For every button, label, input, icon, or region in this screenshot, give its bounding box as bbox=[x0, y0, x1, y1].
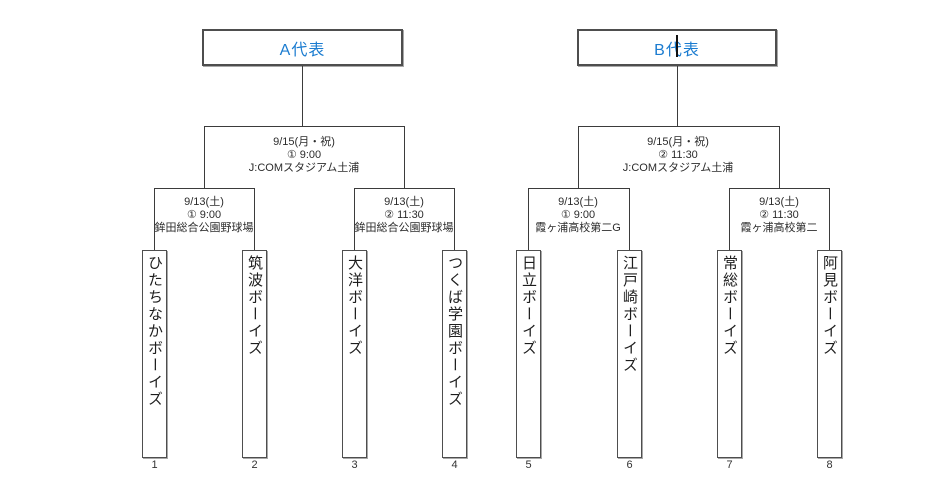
match-game: ② 11:30 bbox=[658, 149, 698, 161]
team-name: 常総ボーイズ bbox=[721, 255, 738, 357]
match-game: ① 9:00 bbox=[286, 149, 322, 161]
match-date: 9/15(月・祝) bbox=[647, 136, 709, 148]
seed-label: 7 bbox=[726, 459, 733, 471]
team-box-8: 阿見ボーイズ bbox=[817, 250, 842, 458]
seed-label: 3 bbox=[351, 459, 358, 471]
bracket-connector bbox=[454, 188, 455, 250]
bracket-connector bbox=[677, 66, 678, 126]
match-venue: 霞ヶ浦高校第二 bbox=[740, 222, 818, 234]
bracket-connector bbox=[629, 188, 630, 250]
match-date: 9/13(土) bbox=[384, 196, 424, 208]
bracket-connector bbox=[154, 188, 255, 189]
match-venue: J:COMスタジアム土浦 bbox=[248, 162, 360, 174]
bracket-connector bbox=[354, 188, 455, 189]
bracket-connector bbox=[528, 188, 529, 250]
bracket-a-title-box[interactable]: A代表 bbox=[202, 29, 403, 66]
team-name: ひたちなかボーイズ bbox=[146, 255, 163, 408]
bracket-connector bbox=[354, 188, 355, 250]
match-date: 9/15(月・祝) bbox=[273, 136, 335, 148]
seed-label: 1 bbox=[151, 459, 158, 471]
bracket-a-title: A代表 bbox=[279, 41, 326, 59]
team-name: 筑波ボーイズ bbox=[246, 255, 263, 357]
match-date: 9/13(土) bbox=[759, 196, 799, 208]
match-game: ② 11:30 bbox=[759, 209, 799, 221]
seed-label: 5 bbox=[525, 459, 532, 471]
team-name: 日立ボーイズ bbox=[520, 255, 537, 357]
semifinal-b2-label: 9/13(土) ② 11:30 霞ヶ浦高校第二 bbox=[694, 196, 864, 235]
seed-label: 4 bbox=[451, 459, 458, 471]
seed-label: 8 bbox=[826, 459, 833, 471]
match-date: 9/13(土) bbox=[558, 196, 598, 208]
bracket-connector bbox=[729, 188, 730, 250]
match-game: ① 9:00 bbox=[186, 209, 222, 221]
semifinal-a1-label: 9/13(土) ① 9:00 鉾田総合公園野球場 bbox=[119, 196, 289, 235]
team-name: 江戸崎ボーイズ bbox=[621, 255, 638, 374]
bracket-connector bbox=[404, 126, 405, 188]
team-box-5: 日立ボーイズ bbox=[516, 250, 541, 458]
team-box-1: ひたちなかボーイズ bbox=[142, 250, 167, 458]
semifinal-a2-label: 9/13(土) ② 11:30 鉾田総合公園野球場 bbox=[319, 196, 489, 235]
match-venue: 霞ヶ浦高校第二G bbox=[535, 222, 621, 234]
match-venue: 鉾田総合公園野球場 bbox=[154, 222, 254, 234]
match-venue: 鉾田総合公園野球場 bbox=[354, 222, 454, 234]
team-box-3: 大洋ボーイズ bbox=[342, 250, 367, 458]
bracket-connector bbox=[729, 188, 830, 189]
seed-label: 6 bbox=[626, 459, 633, 471]
final-b-label: 9/15(月・祝) ② 11:30 J:COMスタジアム土浦 bbox=[593, 136, 763, 175]
team-box-6: 江戸崎ボーイズ bbox=[617, 250, 642, 458]
team-box-2: 筑波ボーイズ bbox=[242, 250, 267, 458]
semifinal-b1-label: 9/13(土) ① 9:00 霞ヶ浦高校第二G bbox=[493, 196, 663, 235]
team-name: つくば学園ボーイズ bbox=[446, 255, 463, 408]
match-venue: J:COMスタジアム土浦 bbox=[622, 162, 734, 174]
team-box-7: 常総ボーイズ bbox=[717, 250, 742, 458]
match-date: 9/13(土) bbox=[184, 196, 224, 208]
bracket-connector bbox=[578, 126, 780, 127]
bracket-connector bbox=[779, 126, 780, 188]
match-game: ① 9:00 bbox=[560, 209, 596, 221]
bracket-connector bbox=[528, 188, 630, 189]
team-name: 大洋ボーイズ bbox=[346, 255, 363, 357]
bracket-connector bbox=[829, 188, 830, 250]
team-box-4: つくば学園ボーイズ bbox=[442, 250, 467, 458]
bracket-connector bbox=[204, 126, 405, 127]
team-name: 阿見ボーイズ bbox=[821, 255, 838, 357]
bracket-connector bbox=[254, 188, 255, 250]
match-game: ② 11:30 bbox=[384, 209, 424, 221]
final-a-label: 9/15(月・祝) ① 9:00 J:COMスタジアム土浦 bbox=[219, 136, 389, 175]
bracket-connector bbox=[154, 188, 155, 250]
bracket-connector bbox=[302, 66, 303, 126]
text-cursor bbox=[676, 35, 678, 57]
bracket-connector bbox=[578, 126, 579, 188]
bracket-connector bbox=[204, 126, 205, 188]
seed-label: 2 bbox=[251, 459, 258, 471]
